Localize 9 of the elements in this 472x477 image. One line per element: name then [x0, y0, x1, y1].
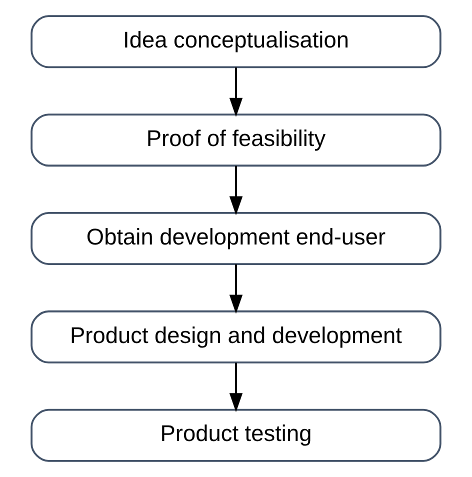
- node-box: Product testing: [30, 408, 442, 462]
- node-box: Proof of feasibility: [30, 114, 442, 167]
- arrow: [229, 362, 243, 412]
- arrow: [229, 67, 243, 117]
- node-box: Idea conceptualisation: [30, 15, 442, 68]
- node-box: Obtain development end-user: [30, 212, 442, 265]
- node-box: Product design and development: [30, 310, 442, 364]
- arrow: [229, 166, 243, 216]
- arrow: [229, 264, 243, 314]
